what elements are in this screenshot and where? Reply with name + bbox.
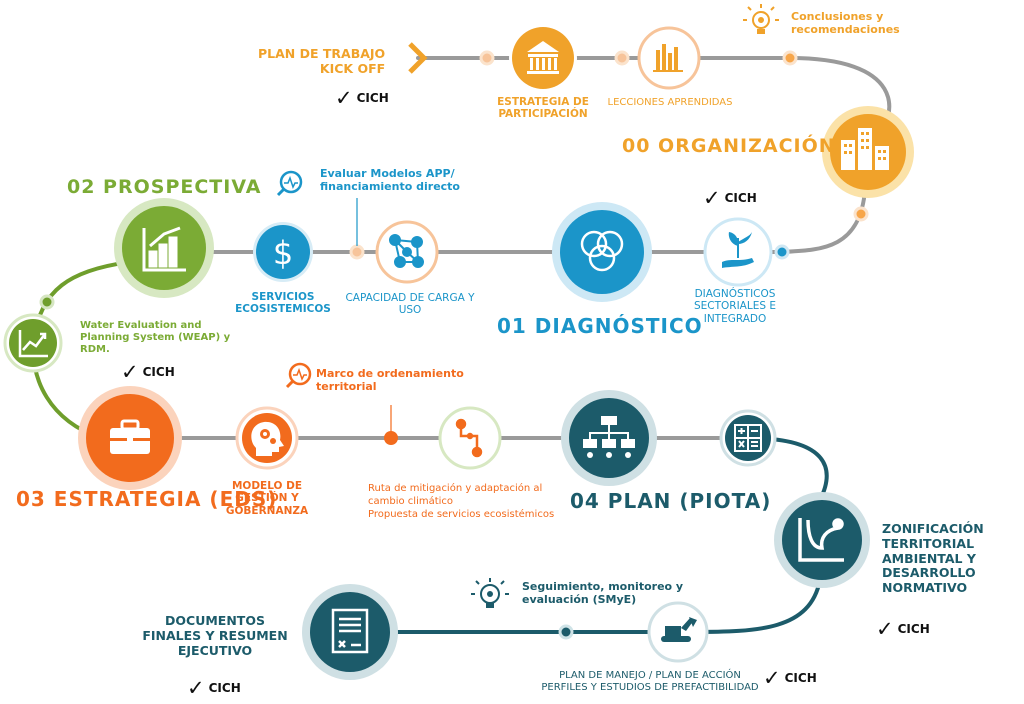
document-icon xyxy=(331,608,369,654)
weap-node xyxy=(3,313,63,373)
diagnosticos-sectoriales-node xyxy=(703,217,773,287)
prospectiva-main-node xyxy=(114,198,214,298)
dollar-icon: $ xyxy=(273,234,293,272)
route-icon xyxy=(455,418,483,458)
estrategia-main-node xyxy=(78,386,182,490)
bank-icon xyxy=(527,41,559,74)
documentos-main-node xyxy=(302,584,398,680)
check-prospectiva: ✓CICH xyxy=(121,360,175,384)
check-icon: ✓ xyxy=(187,676,205,700)
buildings-icon xyxy=(841,128,889,170)
check-zonificacion: ✓CICH xyxy=(876,617,930,641)
hand-plant-icon xyxy=(722,232,754,268)
plan-manejo-node xyxy=(647,601,709,663)
seguimiento-icon xyxy=(471,578,509,608)
check-icon: ✓ xyxy=(876,617,894,641)
ruta-node xyxy=(438,406,502,470)
estrategia-participacion-label: ESTRATEGIA DE PARTICIPACIÓN xyxy=(497,96,589,121)
check-diagnostico: ✓CICH xyxy=(703,186,757,210)
growth-chart-icon xyxy=(142,226,186,272)
check-icon: ✓ xyxy=(703,186,721,210)
capacidad-carga-label: CAPACIDAD DE CARGA Y USO xyxy=(345,292,475,317)
briefcase-icon xyxy=(110,419,150,454)
diagnostico-title: 01 DIAGNÓSTICO xyxy=(497,314,703,338)
check-icon: ✓ xyxy=(335,86,353,110)
head-gears-icon xyxy=(251,421,284,456)
seguimiento-label: Seguimiento, monitoreo y evaluación (SMy… xyxy=(522,580,684,606)
conclusiones-icon xyxy=(743,4,779,34)
evaluar-icon xyxy=(276,170,303,197)
marco-icon xyxy=(285,362,312,389)
servicios-ecosistemicos-label: SERVICIOS ECOSISTEMICOS xyxy=(235,291,331,316)
plan-main-node xyxy=(561,390,657,486)
zonificacion-label: ZONIFICACIÓN TERRITORIAL AMBIENTAL Y DES… xyxy=(882,521,984,595)
organizacion-main-node xyxy=(822,106,914,198)
check-icon: ✓ xyxy=(763,666,781,690)
estrategia-participacion-node xyxy=(509,24,577,92)
diagnostico-main-node xyxy=(552,202,652,302)
estrategia-title: 03 ESTRATEGIA (EDS) xyxy=(16,487,278,511)
modelo-gestion-label: MODELO DE GESTIÓN Y GOBERNANZA xyxy=(225,480,309,517)
marco-label: Marco de ordenamiento territorial xyxy=(316,367,464,393)
road-curve-diagnostico xyxy=(780,188,867,254)
check-documentos: ✓CICH xyxy=(187,676,241,700)
lecciones-label: LECCIONES APRENDIDAS xyxy=(607,97,733,108)
conclusiones-label: Conclusiones y recomendaciones xyxy=(791,10,900,36)
plan-title: 04 PLAN (PIOTA) xyxy=(570,489,772,513)
calculator-icon xyxy=(734,424,762,452)
organizacion-title: 00 ORGANIZACIÓN xyxy=(622,135,836,157)
lecciones-node xyxy=(637,26,701,90)
road-dots xyxy=(39,50,869,640)
documentos-label: DOCUMENTOS FINALES Y RESUMEN EJECUTIVO xyxy=(142,613,288,658)
bar-chart-icon xyxy=(653,44,683,72)
evaluar-label: Evaluar Modelos APP/ financiamiento dire… xyxy=(320,167,460,193)
venn-icon xyxy=(580,230,624,272)
start-chevron-icon xyxy=(408,42,428,74)
servicios-ecosistemicos-node: $ xyxy=(253,222,313,282)
road-curve-seguimiento xyxy=(688,578,822,634)
prospectiva-title: 02 PROSPECTIVA xyxy=(67,176,262,198)
zonificacion-main-node xyxy=(774,492,870,588)
network-icon xyxy=(389,234,424,268)
modelo-gestion-node xyxy=(235,406,299,470)
hierarchy-icon xyxy=(583,416,635,458)
check-icon: ✓ xyxy=(121,360,139,384)
plan-trabajo-label: PLAN DE TRABAJO KICK OFF xyxy=(258,46,386,76)
check-plan-manejo: ✓CICH xyxy=(763,666,817,690)
weap-label: Water Evaluation and Planning System (WE… xyxy=(80,320,231,355)
zoning-chart-icon xyxy=(798,518,844,562)
diagnosticos-sectoriales-label: DIAGNÓSTICOS SECTORIALES E INTEGRADO xyxy=(693,288,776,325)
trend-icon xyxy=(18,330,48,358)
excavator-icon xyxy=(661,617,697,642)
ruta-label: Ruta de mitigación y adaptación al cambi… xyxy=(368,483,555,520)
check-plan-trabajo: ✓CICH xyxy=(335,86,389,110)
capacidad-carga-node xyxy=(375,220,439,284)
calculator-node xyxy=(719,409,777,467)
plan-manejo-label: PLAN DE MANEJO / PLAN DE ACCIÓN PERFILES… xyxy=(541,670,759,693)
